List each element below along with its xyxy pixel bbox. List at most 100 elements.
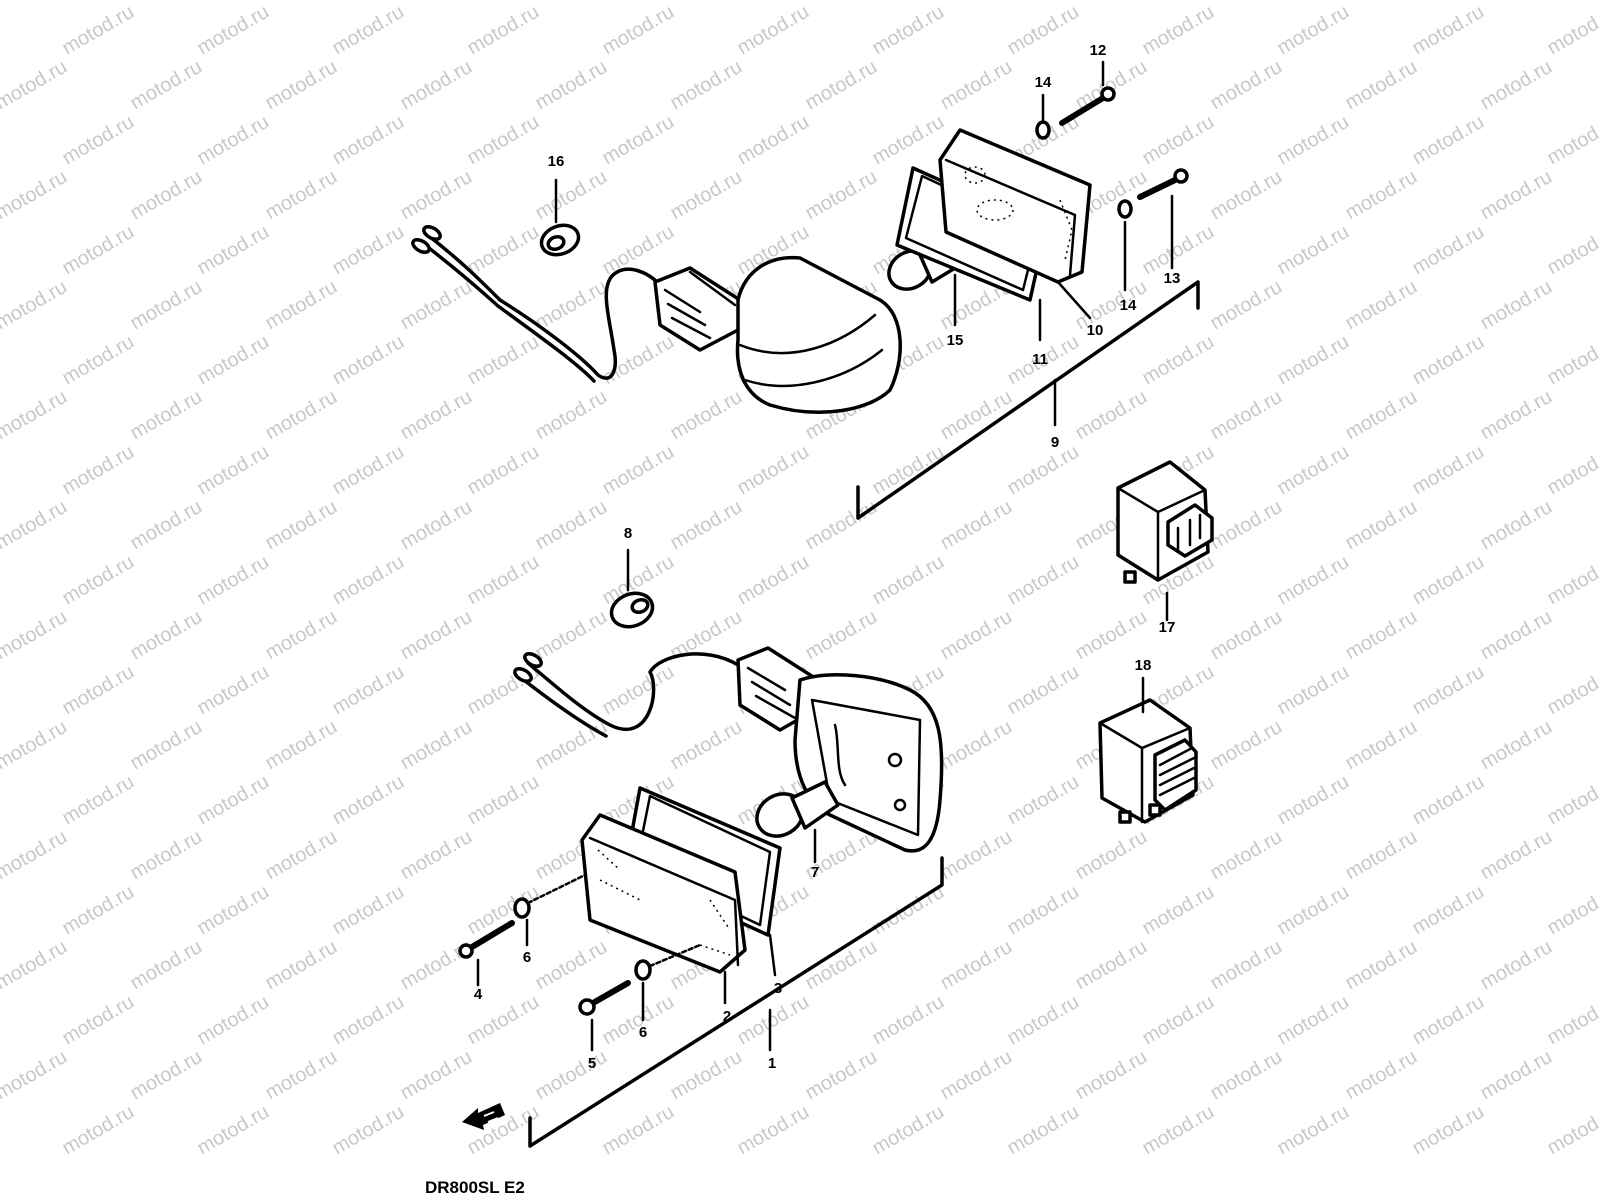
watermark-text: motod.ru — [194, 1, 273, 60]
watermark-text: motod.ru — [1139, 881, 1218, 940]
watermark-text: motod.ru — [0, 496, 71, 555]
part-labels: 16 14 12 13 14 10 11 15 9 17 18 8 7 4 6 … — [474, 42, 1181, 1072]
watermark-text: motod.ru — [1274, 1101, 1353, 1160]
front-turn-signal-assembly — [458, 548, 944, 1148]
watermark-text: motod.ru — [59, 661, 138, 720]
watermark-text: motod.ru — [0, 331, 3, 390]
watermark-text: motod.ru — [0, 111, 3, 170]
nut-8 — [609, 591, 655, 629]
watermark-text: motod.ru — [734, 1, 813, 60]
watermark-text: motod.ru — [1342, 496, 1421, 555]
watermark-text: motod.ru — [464, 441, 543, 500]
label-part-9: 9 — [1051, 434, 1059, 451]
watermark-text: motod.ru — [1477, 716, 1556, 775]
watermark-text: motod.ru — [869, 1101, 948, 1160]
watermark-text: motod.ru — [1409, 221, 1488, 280]
watermark-text: motod.ru — [599, 111, 678, 170]
watermark-text: motod.ru — [262, 56, 341, 115]
watermark-text: motod.ru — [667, 56, 746, 115]
watermark-text: motod.ru — [127, 826, 206, 885]
watermark-text: motod.ru — [329, 881, 408, 940]
watermark-text: motod.ru — [1342, 276, 1421, 335]
watermark-text: motod.ru — [1207, 1046, 1286, 1105]
watermark-text: motod.ru — [329, 661, 408, 720]
watermark-text: motod.ru — [464, 111, 543, 170]
watermark-text: motod.ru — [0, 1046, 71, 1105]
watermark-text: motod.ru — [1207, 56, 1286, 115]
watermark-text: motod.ru — [532, 606, 611, 665]
watermark-text: motod.ru — [802, 166, 881, 225]
watermark-text: motod.ru — [59, 331, 138, 390]
watermark-text: motod.ru — [532, 0, 611, 4]
watermark-text: motod.ru — [127, 716, 206, 775]
watermark-text: motod.ru — [262, 386, 341, 445]
watermark-text: motod.ru — [734, 551, 813, 610]
watermark-text: motod.ru — [262, 1046, 341, 1105]
watermark-text: motod.ru — [397, 1046, 476, 1105]
watermark-text: motod.ru — [262, 716, 341, 775]
watermark-text: motod.ru — [0, 826, 71, 885]
label-part-13: 13 — [1164, 270, 1181, 287]
label-part-10: 10 — [1087, 322, 1104, 339]
label-part-14-lower: 14 — [1120, 297, 1137, 314]
label-part-15: 15 — [947, 332, 964, 349]
watermark-text: motod.ru — [1544, 551, 1600, 610]
watermark-text: motod.ru — [1072, 936, 1151, 995]
watermark-text: motod.ru — [532, 496, 611, 555]
watermark-text: motod.ru — [329, 551, 408, 610]
watermark-text: motod.ru — [1072, 56, 1151, 115]
watermark-text: motod.ru — [802, 606, 881, 665]
watermark-text: motod.ru — [599, 441, 678, 500]
watermark-text: motod.ru — [262, 826, 341, 885]
watermark-text: motod.ru — [1544, 881, 1600, 940]
watermark-text: motod.ru — [1409, 771, 1488, 830]
watermark-text: motod.ru — [1342, 0, 1421, 4]
watermark-text: motod.ru — [262, 606, 341, 665]
watermark-text: motod.ru — [532, 56, 611, 115]
watermark-text: motod.ru — [532, 166, 611, 225]
watermark-text: motod.ru — [937, 0, 1016, 4]
label-part-2: 2 — [723, 1008, 731, 1025]
watermark-text: motod.ru — [329, 221, 408, 280]
watermark-text: motod.ru — [599, 661, 678, 720]
watermark-text: motod.ru — [1342, 606, 1421, 665]
watermark-text: motod.ru — [0, 991, 3, 1050]
watermark-text: motod.ru — [1274, 881, 1353, 940]
watermark-text: motod.ru — [532, 386, 611, 445]
watermark-text: motod.ru — [464, 221, 543, 280]
label-part-6-lower: 6 — [639, 1024, 647, 1041]
watermark-text: motod.ru — [1139, 1101, 1218, 1160]
watermark-text: motod.ru — [1274, 221, 1353, 280]
washer-14-lower — [1117, 199, 1133, 219]
watermark-text: motod.ru — [1004, 1101, 1083, 1160]
watermark-text: motod.ru — [59, 1, 138, 60]
watermark-text: motod.ru — [1544, 1, 1600, 60]
direction-arrow-icon — [462, 1103, 505, 1130]
watermark-text: motod.ru — [0, 716, 71, 775]
watermark-text: motod.ru — [329, 441, 408, 500]
watermark-text: motod.ru — [1004, 991, 1083, 1050]
watermark-text: motod.ru — [464, 661, 543, 720]
watermark-text: motod.ru — [0, 936, 71, 995]
watermark-text: motod.ru — [599, 1, 678, 60]
watermark-text: motod.ru — [194, 221, 273, 280]
watermark-text: motod.ru — [667, 496, 746, 555]
nut-16 — [539, 223, 581, 257]
model-caption: DR800SL E2 — [425, 1178, 525, 1197]
lens-2 — [580, 813, 747, 974]
watermark-text: motod.ru — [0, 771, 3, 830]
watermark-text: motod.ru — [194, 661, 273, 720]
watermark-text: motod.ru — [1477, 0, 1556, 4]
watermark-text: motod.ru — [734, 1101, 813, 1160]
watermark-text: motod.ru — [1477, 936, 1556, 995]
watermark-text: motod.ru — [1004, 1, 1083, 60]
watermark-text: motod.ru — [1477, 496, 1556, 555]
watermark-text: motod.ru — [937, 1046, 1016, 1105]
watermark-text: motod.ru — [1274, 1, 1353, 60]
watermark-text: motod.ru — [0, 386, 71, 445]
watermark-text: motod.ru — [1544, 111, 1600, 170]
label-part-17: 17 — [1159, 619, 1176, 636]
watermark-text: motod.ru — [1342, 386, 1421, 445]
wire-lead — [423, 231, 502, 302]
